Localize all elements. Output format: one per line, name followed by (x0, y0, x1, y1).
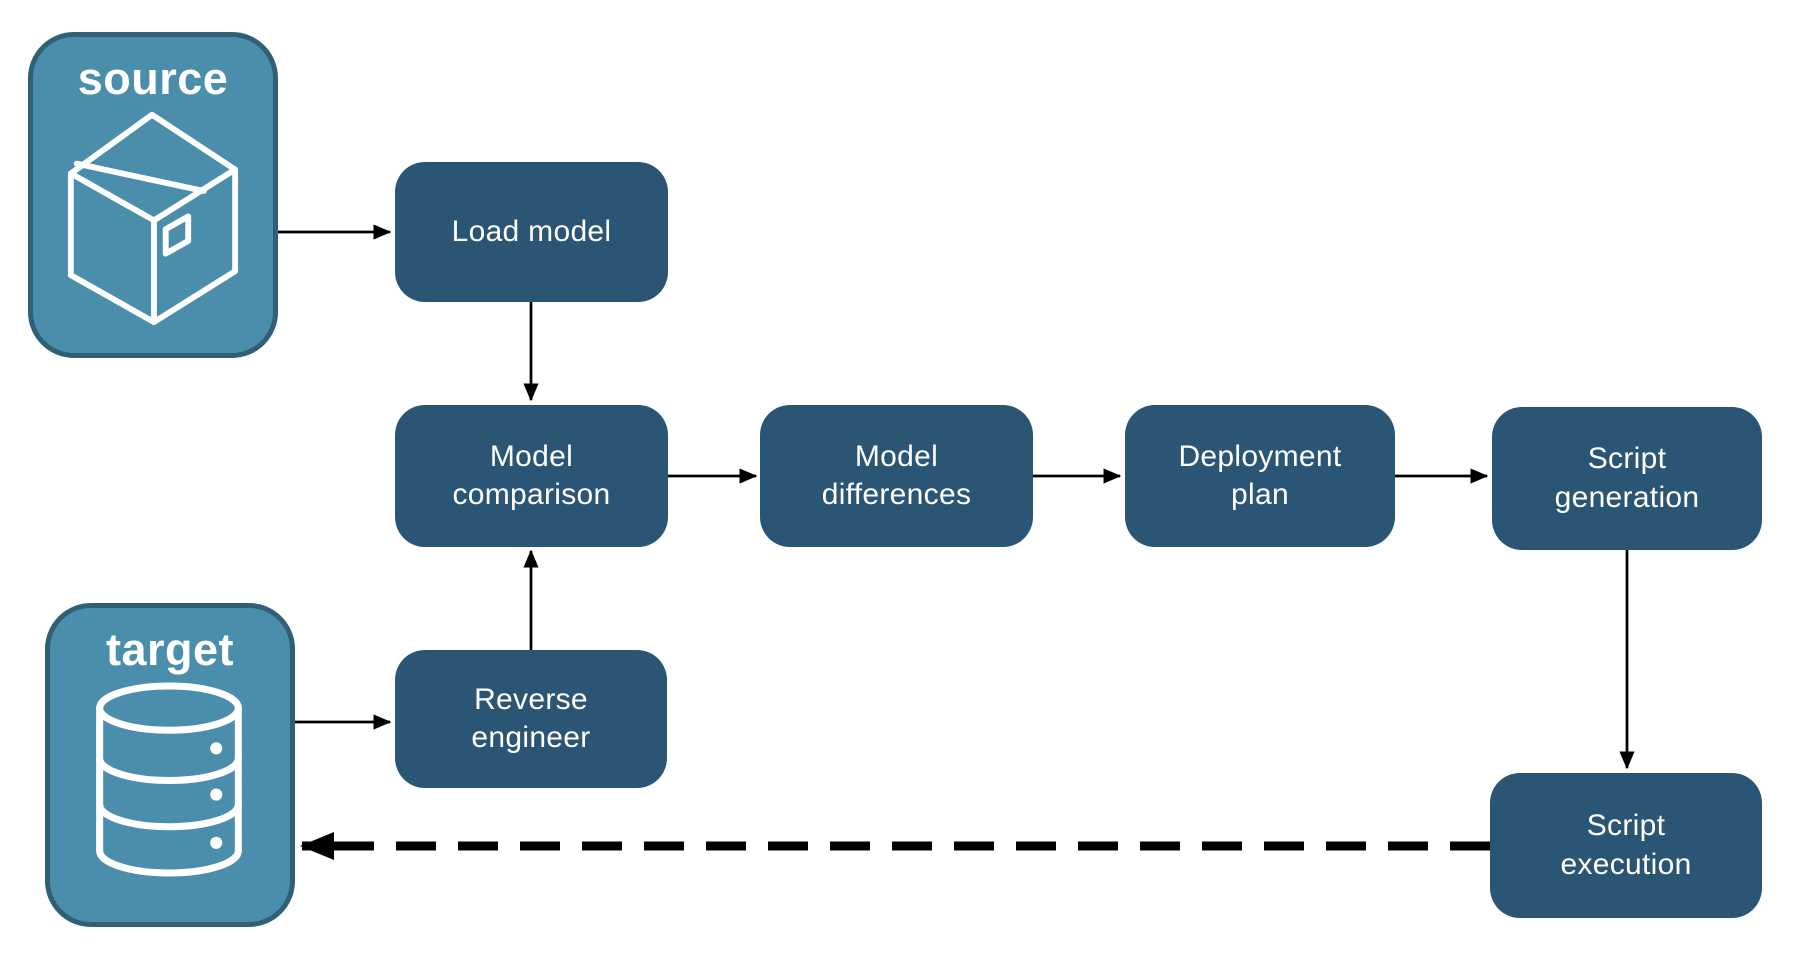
node-target-label: target (105, 624, 235, 675)
node-target: target (45, 603, 295, 927)
node-script-execution-label: Script execution (1560, 809, 1692, 881)
node-reverse-engineer: Reverse engineer (395, 650, 667, 788)
node-source-label: source (77, 53, 229, 104)
node-model-comparison: Model comparison (395, 405, 668, 547)
node-source: source (28, 32, 278, 358)
node-script-generation: Script generation (1492, 407, 1762, 550)
database-icon (96, 682, 242, 877)
node-model-differences-label: Model differences (821, 439, 972, 511)
node-script-generation-label: Script generation (1554, 442, 1700, 514)
package-icon (67, 111, 239, 325)
node-script-execution: Script execution (1490, 773, 1762, 918)
node-deployment-plan: Deployment plan (1125, 405, 1395, 547)
node-load-model-label: Load model (451, 214, 612, 248)
node-deployment-plan-label: Deployment plan (1178, 439, 1342, 511)
node-load-model: Load model (395, 162, 668, 302)
node-reverse-engineer-label: Reverse engineer (471, 682, 591, 754)
node-model-comparison-label: Model comparison (452, 439, 611, 511)
node-model-differences: Model differences (760, 405, 1033, 547)
